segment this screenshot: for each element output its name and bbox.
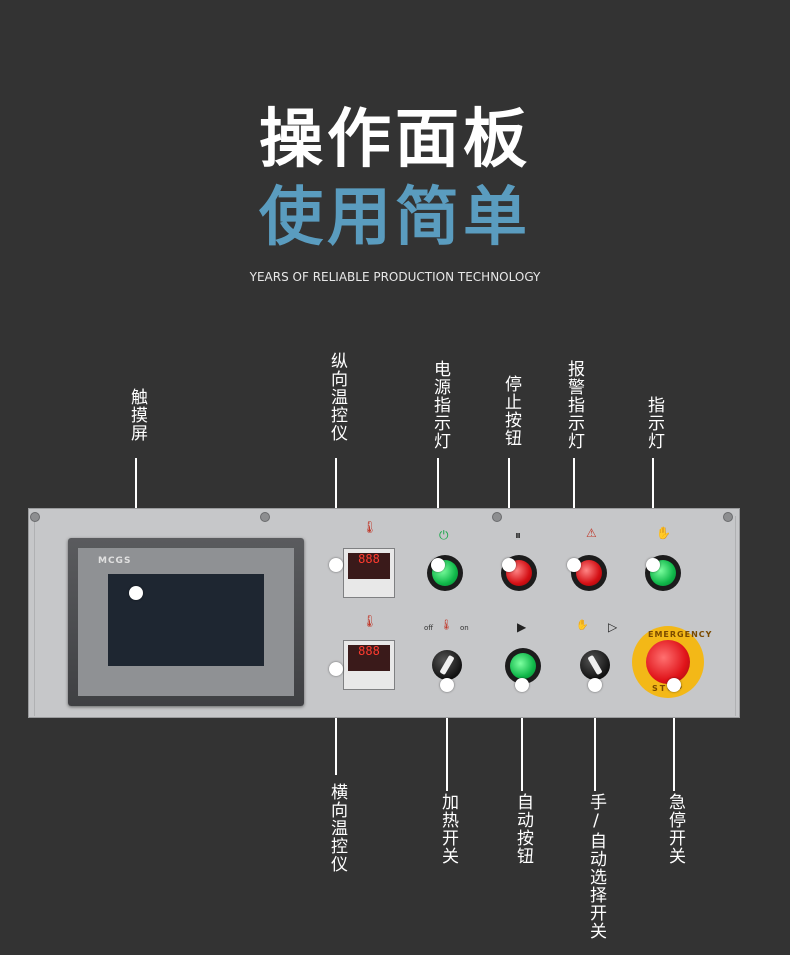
marker-indicator-light: [646, 558, 660, 572]
marker-alarm-light: [567, 558, 581, 572]
marker-horizontal-temp: [329, 662, 343, 676]
connector-auto-button: [521, 684, 523, 791]
connector-heating-switch: [446, 684, 448, 791]
pause-icon: ⏸: [515, 528, 522, 542]
label-auto-button: 自动按钮: [513, 793, 533, 865]
vertical-temp-controller[interactable]: 888: [343, 548, 395, 598]
screw: [723, 512, 733, 522]
play-icon: ▶: [517, 620, 527, 634]
hand-icon: ✋: [576, 620, 589, 631]
marker-emergency-stop: [667, 678, 681, 692]
auto-button[interactable]: [510, 653, 536, 679]
auto-play-icon: ▷: [608, 620, 618, 634]
connector-emergency-stop: [673, 684, 675, 791]
marker-heating-switch: [440, 678, 454, 692]
panel-rim: [34, 516, 736, 716]
power-icon: ⏻: [439, 528, 449, 542]
marker-power-light: [431, 558, 445, 572]
marker-stop-button: [502, 558, 516, 572]
alarm-icon: ⚠: [586, 526, 597, 540]
label-indicator-light: 指示灯: [644, 396, 664, 450]
label-mode-switch: 手/自动选择开关: [586, 793, 606, 940]
emergency-label: EMERGENCY: [648, 630, 713, 639]
label-alarm-light: 报警指示灯: [564, 360, 584, 450]
temp-display: 888: [348, 553, 390, 579]
page-title: 操作面板: [259, 103, 531, 177]
marker-mode-switch: [588, 678, 602, 692]
connector-horizontal-temp: [335, 668, 337, 775]
label-emergency-stop: 急停开关: [665, 793, 685, 865]
horizontal-temp-controller[interactable]: 888: [343, 640, 395, 690]
thermometer-icon: 🌡: [440, 620, 453, 631]
temp-display: 888: [348, 645, 390, 671]
connector-mode-switch: [594, 684, 596, 791]
marker-vertical-temp: [329, 558, 343, 572]
mode-switch-knob[interactable]: [580, 650, 610, 680]
emergency-stop-button[interactable]: [646, 640, 690, 684]
thermometer-icon: 🌡: [362, 520, 378, 534]
page-subtitle-cn: 使用简单: [259, 181, 531, 255]
page-tagline: YEARS OF RELIABLE PRODUCTION TECHNOLOGY: [249, 270, 541, 284]
thermometer-icon: 🌡: [362, 614, 378, 628]
marker-auto-button: [515, 678, 529, 692]
label-vertical-temp: 纵向温控仪: [327, 352, 347, 442]
hmi-brand: MCGS: [98, 556, 132, 566]
label-horizontal-temp: 横向温控仪: [327, 783, 347, 873]
screw: [30, 512, 40, 522]
stop-label: STOP: [652, 684, 684, 693]
marker-touch-screen: [129, 586, 143, 600]
heating-switch-knob[interactable]: [432, 650, 462, 680]
screw: [260, 512, 270, 522]
label-stop-button: 停止按钮: [501, 375, 521, 447]
heat-off-label: off: [424, 624, 434, 632]
label-heating-switch: 加热开关: [438, 793, 458, 865]
screw: [492, 512, 502, 522]
heat-on-label: on: [460, 624, 469, 632]
hand-icon: ✋: [656, 526, 671, 540]
label-power-light: 电源指示灯: [430, 360, 450, 450]
knob-indicator: [439, 654, 455, 676]
label-touch-screen: 触摸屏: [127, 388, 147, 442]
knob-indicator: [587, 654, 603, 676]
